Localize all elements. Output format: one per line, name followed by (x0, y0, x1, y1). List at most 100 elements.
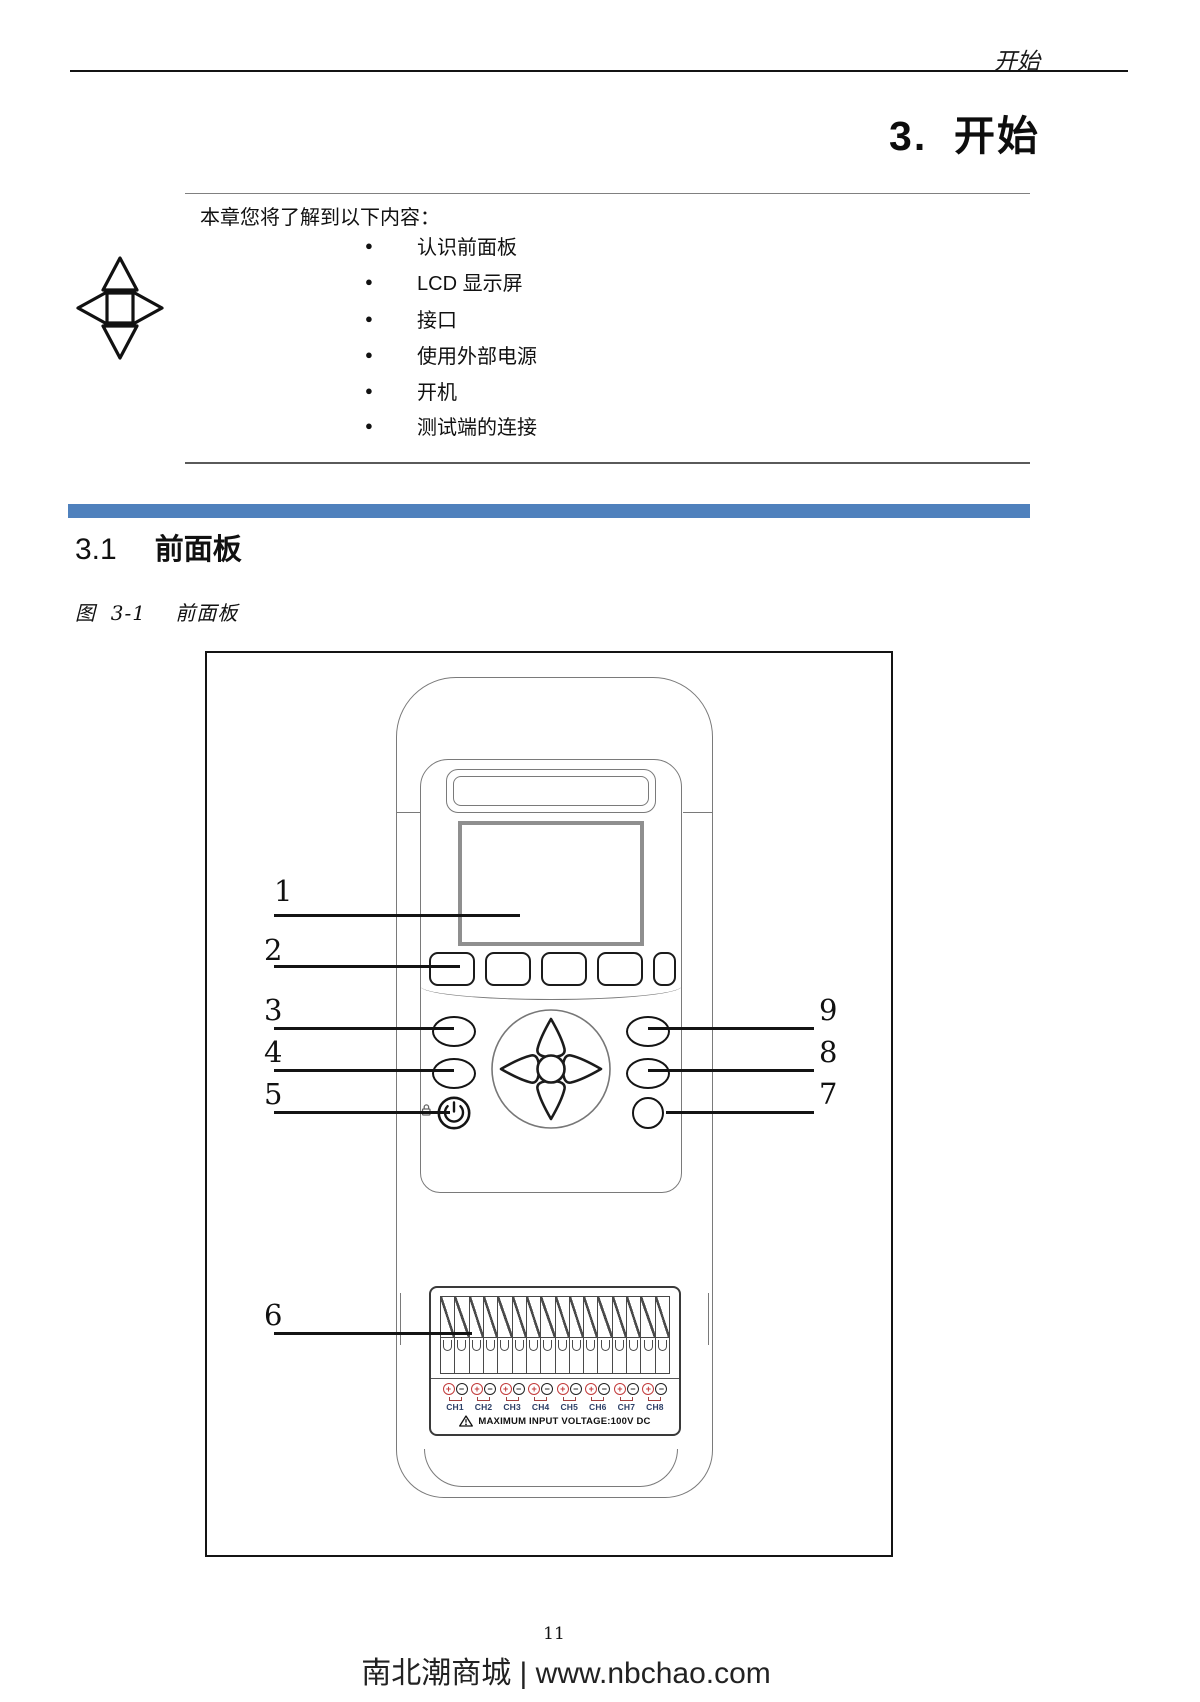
channel-label: CH2 (474, 1402, 493, 1412)
function-button-right-1 (626, 1016, 670, 1047)
channel-terminal: +− CH4 (527, 1383, 555, 1412)
softkey-row (429, 952, 676, 986)
channel-terminal: +−CH5 (555, 1383, 583, 1412)
clamp-row (441, 1337, 669, 1373)
callout-number: 6 (264, 1298, 283, 1332)
bullet-icon: ● (365, 383, 373, 398)
lcd-screen (458, 821, 644, 946)
channel-label: CH5 (560, 1402, 579, 1412)
callout-line-4 (274, 1069, 454, 1072)
plus-terminal: + (585, 1383, 598, 1395)
function-button-right-2 (626, 1058, 670, 1089)
list-item-label: 认识前面板 (417, 237, 517, 259)
terminal-bracket-icon (619, 1397, 633, 1401)
voltage-warning: MAXIMUM INPUT VOLTAGE:100V DC (440, 1415, 670, 1427)
clamp-contact (643, 1340, 653, 1352)
callout-line-1 (274, 914, 520, 917)
bullet-icon: ● (365, 418, 373, 433)
channel-terminal: +−CH2 (470, 1383, 498, 1412)
channel-terminal: +−CH7 (612, 1383, 640, 1412)
list-item-label: 接口 (417, 310, 457, 332)
dpad-navigation (491, 1009, 611, 1129)
callout-line-5 (274, 1111, 450, 1114)
figure-box: +−CH1+−CH2+−CH3+−CH4+−CH5+−CH6+−CH7+−CH8… (205, 651, 893, 1557)
bullet-icon: ● (365, 274, 373, 289)
callout-number: 2 (264, 933, 283, 967)
clamp-contact (457, 1340, 467, 1352)
clamp-cell (613, 1338, 628, 1373)
screw-cell (555, 1297, 570, 1338)
clamp-contact (557, 1340, 567, 1352)
intro-top-divider (185, 193, 1030, 194)
callout-line-8 (648, 1069, 814, 1072)
channel-terminal: +−CH1 (441, 1383, 469, 1412)
screw-row (441, 1297, 669, 1338)
plus-terminal: + (442, 1383, 455, 1395)
clamp-contact (571, 1340, 581, 1352)
clamp-cell (570, 1338, 585, 1373)
screw-cell (469, 1297, 484, 1338)
screw-cell (569, 1297, 585, 1338)
clamp-cell (513, 1338, 527, 1373)
section-heading: 3.1 前面板 (75, 526, 242, 568)
round-button-right (632, 1097, 664, 1129)
softkey-button (541, 952, 587, 986)
voltage-warning-text: MAXIMUM INPUT VOLTAGE:100V DC (478, 1415, 651, 1427)
terminal-bracket-icon (448, 1397, 462, 1401)
clamp-cell (470, 1338, 484, 1373)
list-item-label: LCD 显示屏 (417, 273, 523, 295)
minus-terminal: − (541, 1383, 554, 1395)
clamp-cell (584, 1338, 599, 1373)
minus-terminal: − (512, 1383, 525, 1395)
callout-line-6 (274, 1332, 472, 1335)
screw-cell (584, 1297, 599, 1338)
device-seam-left (397, 812, 421, 813)
softkey-button (653, 952, 676, 986)
bullet-icon: ● (365, 238, 373, 253)
list-item: ● 接口 (365, 304, 457, 333)
page-number: 11 (543, 1624, 565, 1644)
clamp-contact (443, 1340, 453, 1352)
minus-terminal: − (598, 1383, 611, 1395)
callout-number: 7 (819, 1077, 838, 1111)
terminal-divider (431, 1378, 679, 1379)
callout-line-9 (648, 1027, 814, 1030)
clamp-contact (500, 1340, 510, 1352)
nav-arrows-icon (76, 256, 164, 360)
section-title: 前面板 (154, 534, 242, 566)
grip-bottom-arc (424, 1449, 678, 1487)
terminal-block: +−CH1+−CH2+−CH3+−CH4+−CH5+−CH6+−CH7+−CH8… (429, 1286, 681, 1436)
screw-cell (612, 1297, 628, 1338)
callout-number: 8 (819, 1035, 838, 1069)
softkey-button (485, 952, 531, 986)
callout-number: 5 (264, 1077, 283, 1111)
clamp-contact (471, 1340, 481, 1352)
clamp-contact (657, 1340, 667, 1352)
channel-label: CH4 (531, 1402, 550, 1412)
channel-label: CH8 (646, 1402, 664, 1412)
clamp-contact (614, 1340, 624, 1352)
intro-bottom-divider (185, 462, 1030, 464)
section-accent-bar (68, 504, 1030, 518)
plus-terminal: + (528, 1383, 541, 1395)
softkey-button (597, 952, 643, 986)
clamp-cell (598, 1338, 613, 1373)
section-number: 3.1 (75, 533, 117, 566)
screw-cell (627, 1297, 642, 1338)
channel-label: CH1 (446, 1402, 464, 1412)
power-button-icon (437, 1096, 471, 1130)
clamp-contact (586, 1340, 596, 1352)
callout-number: 3 (264, 993, 283, 1027)
figure-caption: 图 3-1 前面板 (75, 601, 239, 625)
screw-cell (598, 1297, 613, 1338)
terminal-bracket-icon (534, 1397, 548, 1401)
intro-lead-text: 本章您将了解到以下内容： (200, 207, 440, 229)
plus-terminal: + (499, 1383, 512, 1395)
clamp-cell (527, 1338, 542, 1373)
list-item: ● 使用外部电源 (365, 340, 537, 369)
plus-terminal: + (642, 1383, 655, 1395)
list-item: ● 测试端的连接 (365, 411, 537, 440)
clamp-cell (556, 1338, 570, 1373)
plus-terminal: + (556, 1383, 569, 1395)
